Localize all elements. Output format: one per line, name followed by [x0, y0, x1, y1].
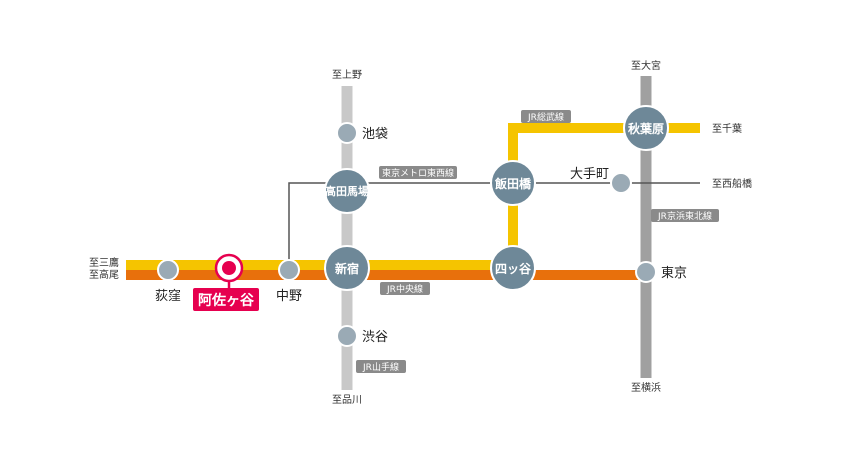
- svg-text:JR京浜東北線: JR京浜東北線: [657, 210, 712, 222]
- tag-chuo: JR中央線: [380, 282, 430, 295]
- dest-yokohama: 至横浜: [631, 381, 661, 394]
- dest-omiya: 至大宮: [631, 59, 661, 72]
- svg-text:JR山手線: JR山手線: [362, 361, 399, 373]
- svg-text:飯田橋: 飯田橋: [494, 176, 532, 191]
- svg-text:JR総武線: JR総武線: [527, 111, 564, 123]
- tozai-line: [288, 182, 700, 270]
- svg-text:渋谷: 渋谷: [362, 330, 388, 345]
- tag-sobu: JR総武線: [521, 110, 571, 123]
- dest-chiba: 至千葉: [712, 122, 742, 135]
- dest-ueno: 至上野: [332, 69, 362, 81]
- station-shinjuku: 新宿: [324, 245, 370, 291]
- station-nakano: 中野: [276, 259, 302, 304]
- station-asagaya-label: 阿佐ヶ谷: [198, 292, 255, 309]
- svg-text:秋葉原: 秋葉原: [628, 121, 664, 136]
- sobu-line: [126, 123, 700, 270]
- dest-takao: 至高尾: [89, 268, 119, 281]
- station-asagaya-highlight: 阿佐ヶ谷: [193, 253, 259, 311]
- svg-text:高田馬場: 高田馬場: [325, 184, 369, 198]
- tag-keihin-tohoku: JR京浜東北線: [651, 209, 719, 222]
- dest-shinagawa: 至品川: [332, 394, 362, 406]
- station-ikebukuro: 池袋: [336, 122, 388, 144]
- station-yotsuya: 四ッ谷: [490, 245, 536, 291]
- station-ogikubo: 荻窪: [155, 259, 181, 304]
- tag-tozai: 東京メトロ東西線: [379, 166, 457, 179]
- svg-text:中野: 中野: [276, 289, 302, 304]
- station-iidabashi: 飯田橋: [490, 160, 536, 206]
- station-shibuya: 渋谷: [336, 325, 388, 347]
- svg-text:東京メトロ東西線: 東京メトロ東西線: [382, 167, 454, 179]
- station-akihabara: 秋葉原: [623, 105, 669, 151]
- station-takadanobaba: 高田馬場: [324, 168, 370, 214]
- dest-nishifunabashi: 至西船橋: [712, 177, 752, 190]
- station-tokyo: 東京: [635, 261, 687, 283]
- svg-text:JR中央線: JR中央線: [386, 283, 423, 295]
- tag-yamanote: JR山手線: [356, 360, 406, 373]
- station-otemachi: 大手町: [570, 167, 632, 194]
- dest-mitaka: 至三鷹: [89, 256, 119, 269]
- svg-text:池袋: 池袋: [362, 127, 388, 142]
- svg-text:新宿: 新宿: [335, 261, 359, 276]
- svg-text:大手町: 大手町: [570, 167, 609, 182]
- svg-text:荻窪: 荻窪: [155, 288, 181, 304]
- svg-text:東京: 東京: [661, 265, 687, 281]
- svg-text:四ッ谷: 四ッ谷: [495, 261, 532, 276]
